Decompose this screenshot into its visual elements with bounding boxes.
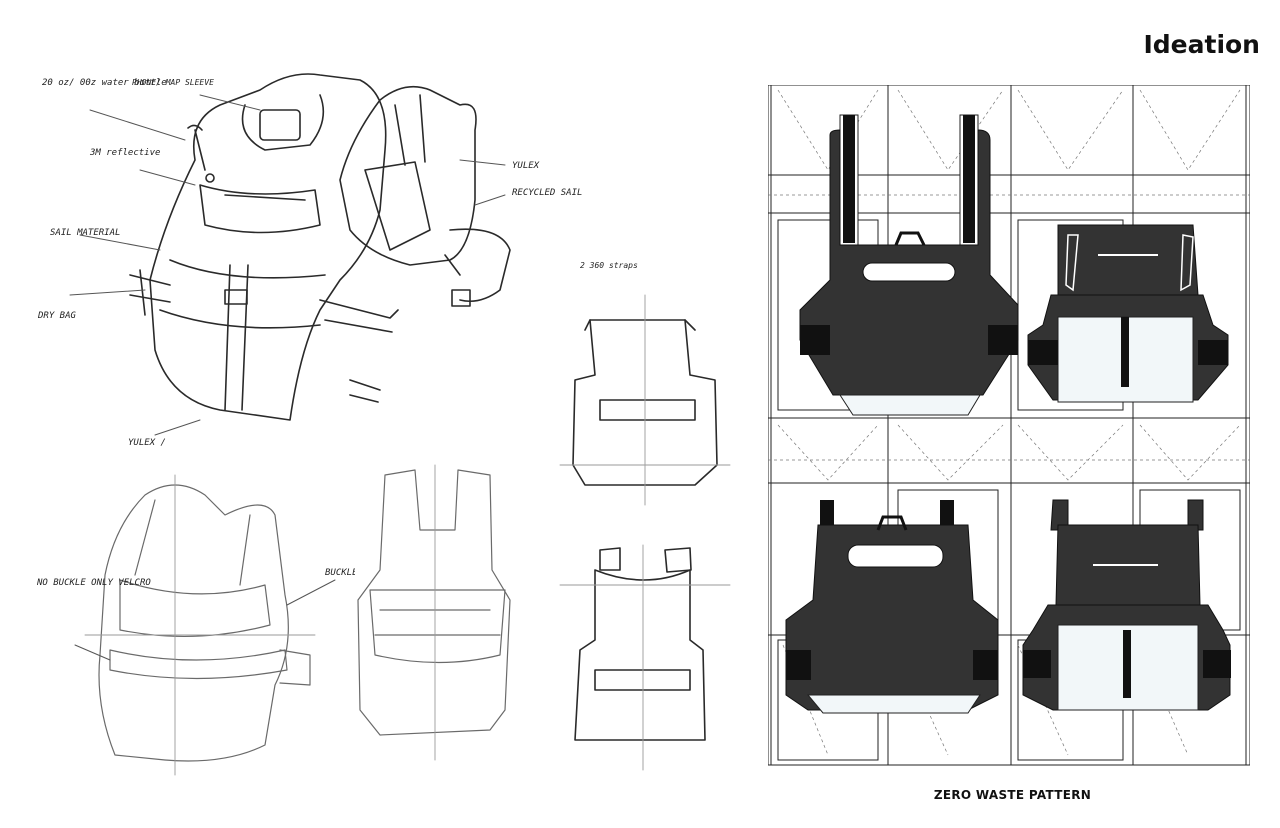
note-water-bottle: 20 oz/ 00z water bottle <box>42 78 167 88</box>
pencil-back-sketch <box>357 464 511 761</box>
annotated-backpack-sketch: 20 oz/ 00z water bottle PHONE/ MAP SLEEV… <box>37 73 638 448</box>
note-phone-sleeve: PHONE/ MAP SLEEVE <box>132 78 214 87</box>
note-yulex: YULEX <box>512 161 540 171</box>
note-dry-bag: DRY BAG <box>37 311 77 321</box>
zero-waste-pattern <box>768 85 1250 766</box>
note-reflective: 3M reflective <box>89 148 160 158</box>
note-straps: 2 360 straps <box>580 261 638 270</box>
note-buckle: BUCKLE <box>325 568 355 578</box>
pattern-backpack-front-2 <box>785 500 999 714</box>
pattern-caption: ZERO WASTE PATTERN <box>933 788 1092 802</box>
note-yulex-bottom: YULEX / <box>128 438 166 448</box>
note-no-buckle: NO BUCKLE ONLY VELCRO <box>36 578 151 588</box>
note-sail-material: SAIL MATERIAL <box>50 228 120 238</box>
pattern-backpack-back-1 <box>1027 224 1229 403</box>
vest-outline-sketches <box>559 294 731 771</box>
pattern-backpack-back-2 <box>1022 499 1231 711</box>
page-title: Ideation <box>1143 30 1260 59</box>
note-recycled-sail: RECYCLED SAIL <box>512 188 582 198</box>
pattern-backpack-front-1 <box>799 114 1019 416</box>
pencil-vest-sketch: NO BUCKLE ONLY VELCRO BUCKLE <box>36 474 355 776</box>
